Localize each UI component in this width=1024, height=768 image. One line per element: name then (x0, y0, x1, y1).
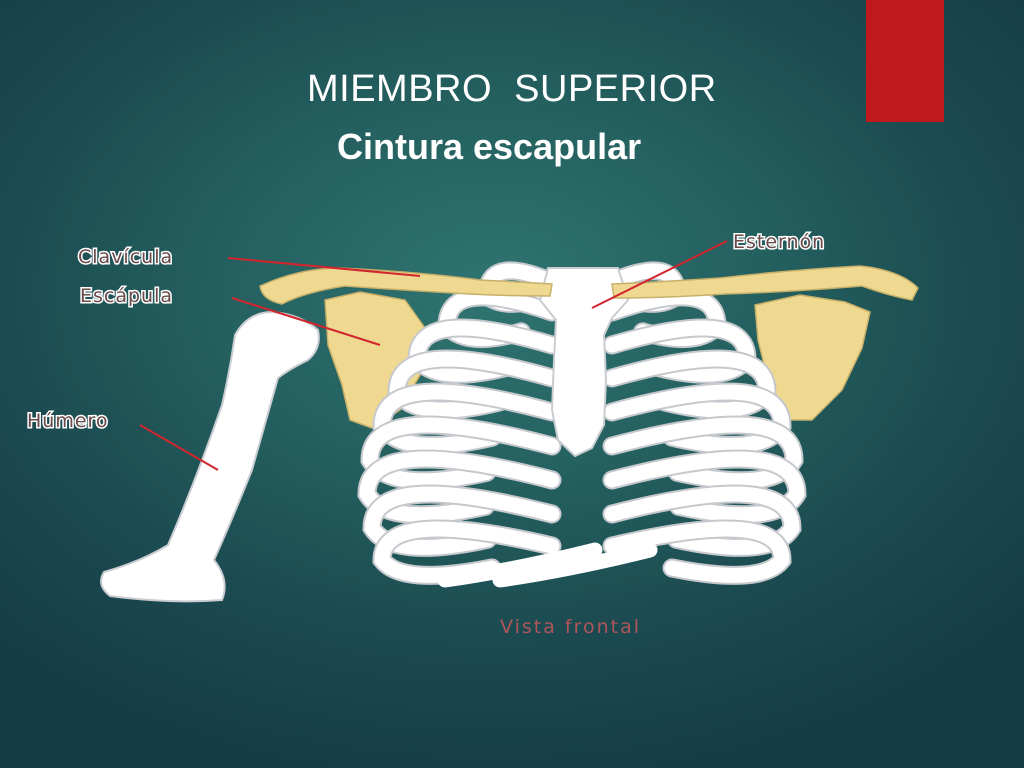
clavicle-pointer (227, 257, 421, 277)
rib-left (374, 521, 560, 583)
rib-right (604, 351, 775, 418)
sternum-label: Esternón (733, 231, 825, 253)
sternum (538, 267, 630, 458)
clavicle-label: Clavícula (78, 246, 173, 268)
humerus-label: Húmero (27, 410, 109, 432)
view-caption: Vista frontal (500, 616, 641, 638)
clavicle-right (611, 265, 919, 301)
scapula-pointer (231, 297, 381, 346)
slide-subtitle: Cintura escapular (337, 126, 642, 167)
humerus (100, 310, 320, 603)
sternum-pointer (591, 240, 728, 309)
rib-left (364, 486, 560, 555)
slide-title: MIEMBRO SUPERIOR (307, 68, 717, 110)
rib-left (362, 417, 560, 489)
humerus-pointer (139, 424, 219, 471)
floating-rib (437, 542, 603, 588)
rib-right (604, 417, 802, 489)
clavicle-left (259, 267, 553, 305)
accent-bar (866, 0, 944, 122)
scapula-label: Escápula (80, 285, 173, 307)
rib-left (359, 451, 560, 523)
rib-right (604, 486, 800, 555)
floating-rib (492, 542, 658, 588)
rib-left (374, 384, 560, 453)
rib-left (389, 351, 560, 418)
rib-right (604, 451, 805, 523)
rib-right (604, 384, 790, 453)
rib-right (604, 521, 790, 583)
